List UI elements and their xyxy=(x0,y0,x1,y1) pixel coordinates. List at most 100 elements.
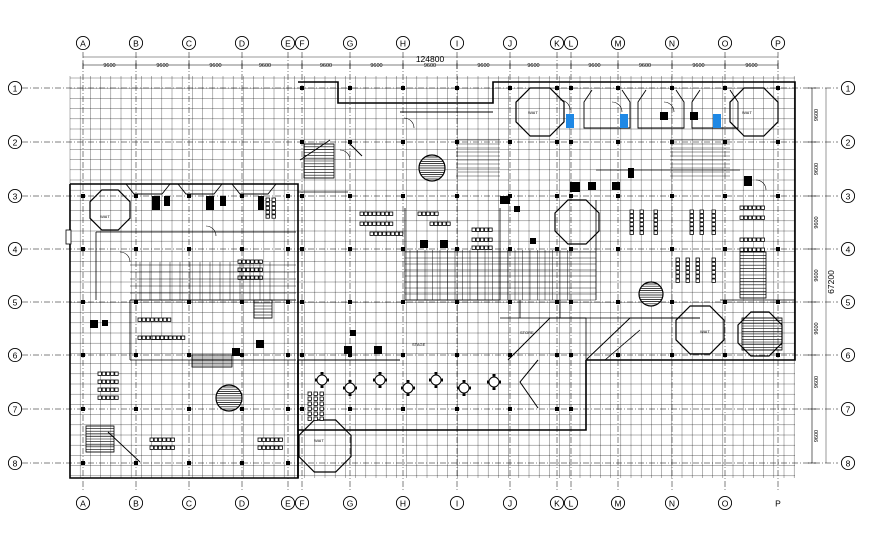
workstation xyxy=(110,371,115,376)
workstation xyxy=(159,335,165,340)
workstation xyxy=(369,231,374,236)
workstation xyxy=(176,335,181,340)
workstation xyxy=(145,335,151,340)
workstation xyxy=(752,237,757,242)
workstation xyxy=(689,213,694,218)
col-bottom-N-bubble xyxy=(664,495,680,511)
structural-column xyxy=(348,194,352,198)
stair xyxy=(191,354,233,368)
structural-column xyxy=(286,353,290,357)
row-right-7-label: 7 xyxy=(846,405,851,415)
workstation xyxy=(711,274,716,279)
workstation xyxy=(685,261,690,267)
round-feature-hatch xyxy=(419,156,445,180)
structural-column xyxy=(555,194,559,198)
door-swing xyxy=(119,251,131,263)
structural-column xyxy=(508,140,512,144)
col-top-O-bubble xyxy=(717,35,733,51)
chair xyxy=(462,393,466,396)
workstation xyxy=(258,259,263,264)
workstation xyxy=(488,237,493,242)
workstation xyxy=(157,437,163,442)
col-bottom-M-label: M xyxy=(614,499,621,509)
structural-column xyxy=(187,247,191,251)
workstation xyxy=(488,227,493,232)
workstation xyxy=(241,267,246,272)
workstation xyxy=(101,379,106,384)
workstation xyxy=(711,230,716,235)
workstation xyxy=(101,395,106,400)
workstation xyxy=(699,230,704,235)
room-label: STORE xyxy=(520,330,534,335)
workstation xyxy=(699,213,704,218)
col-bottom-B-label: B xyxy=(133,499,139,509)
structural-column xyxy=(455,140,459,144)
chair xyxy=(320,372,324,375)
workstation xyxy=(154,317,159,322)
workstation xyxy=(388,221,394,226)
workstation xyxy=(689,209,694,214)
col-top-H-bubble xyxy=(395,35,411,51)
chair xyxy=(434,385,438,388)
workstation xyxy=(756,215,761,220)
col-top-C-bubble xyxy=(181,35,197,51)
chair xyxy=(434,372,438,375)
workstation xyxy=(437,221,443,226)
workstation xyxy=(739,205,744,210)
top-span-label: 9600 xyxy=(745,63,757,69)
workstation xyxy=(106,387,111,392)
seat xyxy=(313,406,318,411)
door-swing xyxy=(339,149,351,161)
structural-column xyxy=(555,247,559,251)
structural-column xyxy=(723,194,727,198)
workstation xyxy=(695,270,700,275)
workstation xyxy=(752,215,757,220)
workstation xyxy=(471,237,476,242)
fixture-block xyxy=(744,176,752,186)
structural-column xyxy=(723,247,727,251)
col-top-F-label: F xyxy=(299,39,304,49)
structural-column xyxy=(81,353,85,357)
wall xyxy=(519,359,539,409)
octagonal-wait-room xyxy=(729,87,779,137)
stair xyxy=(85,425,115,453)
structural-column xyxy=(569,300,573,304)
workstation xyxy=(237,267,242,272)
workstation xyxy=(629,217,634,223)
row-right-8-bubble xyxy=(840,455,856,471)
fixtures xyxy=(65,86,783,465)
workstation xyxy=(271,197,276,202)
round-table xyxy=(344,382,356,394)
col-top-H-label: H xyxy=(400,39,406,49)
row-right-3-bubble xyxy=(840,188,856,204)
workstation xyxy=(434,211,439,216)
workstation xyxy=(180,335,186,340)
seat xyxy=(319,396,324,401)
workstation xyxy=(699,222,704,227)
structural-column xyxy=(187,194,191,198)
workstation xyxy=(752,247,757,252)
structural-column xyxy=(723,353,727,357)
col-bottom-E-bubble xyxy=(280,495,296,511)
chair xyxy=(406,393,410,396)
octagonal-room xyxy=(737,311,783,357)
stair xyxy=(253,299,273,319)
workstation xyxy=(479,227,485,232)
workstation xyxy=(394,231,400,236)
workstation xyxy=(484,237,489,242)
structural-column xyxy=(81,247,85,251)
workstation xyxy=(237,259,242,264)
workstation xyxy=(265,445,271,450)
structural-column xyxy=(401,300,405,304)
col-bottom-C-bubble xyxy=(181,495,197,511)
workstation xyxy=(760,215,765,220)
workstation xyxy=(359,211,364,216)
row-right-1-bubble xyxy=(840,80,856,96)
glass-panel xyxy=(620,114,628,128)
workstation xyxy=(685,278,690,283)
workstation xyxy=(689,222,694,227)
workstation xyxy=(170,437,175,442)
workstation xyxy=(689,226,694,231)
workstation xyxy=(756,247,761,252)
